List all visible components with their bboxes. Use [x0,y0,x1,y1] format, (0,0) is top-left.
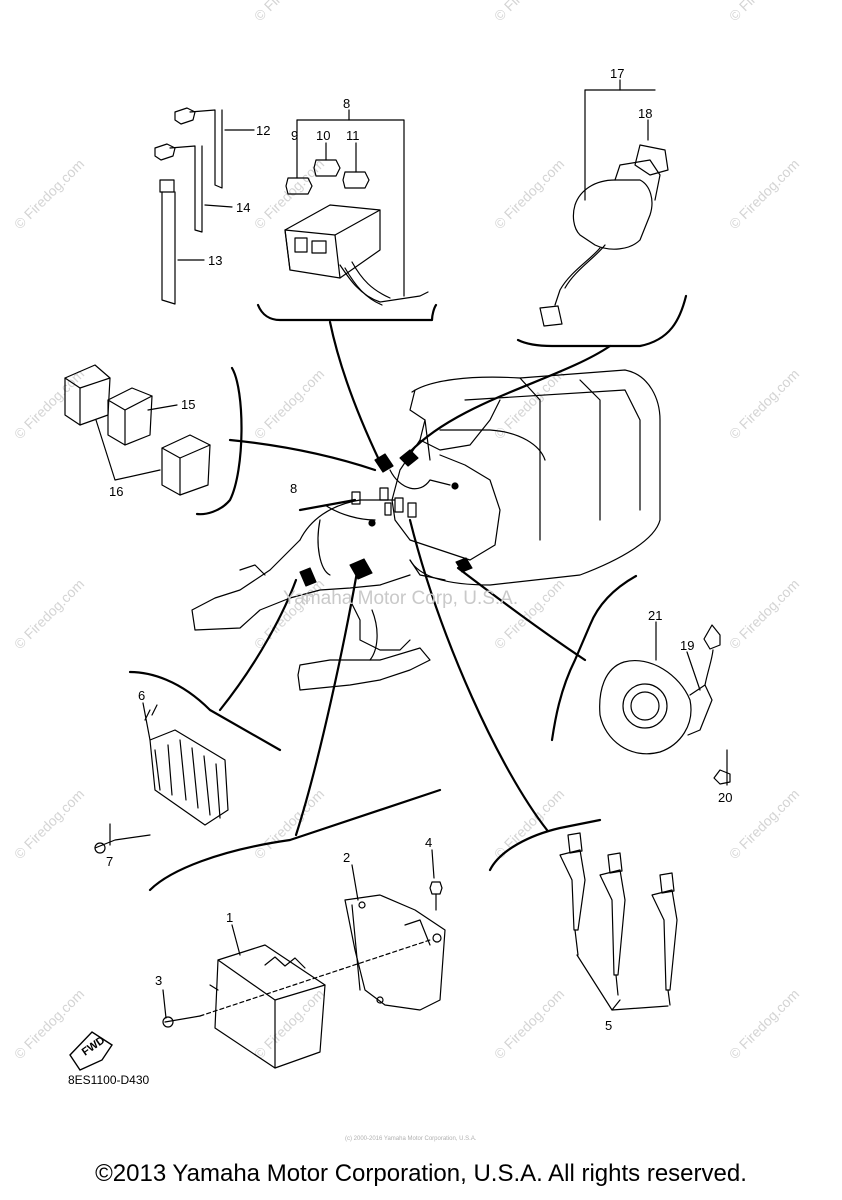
callout-labels: 1 2 3 4 5 6 7 8 8 9 10 11 12 13 14 15 16… [106,66,732,1033]
body-fuses [351,487,417,518]
cdi-unit-group [148,788,446,1069]
watermark: © Firedog.com [726,576,802,652]
watermark: © Firedog.com [11,156,87,232]
leader-lines [218,320,612,837]
watermark: © Firedog.com [251,366,327,442]
center-watermark: Yamaha Motor Corp, U.S.A. [283,588,518,609]
callout-3: 3 [155,973,162,988]
callout-8-body: 8 [290,481,297,496]
cable-ties-group [154,107,255,305]
pickup-coil-group [550,574,731,786]
callout-13: 13 [208,253,222,268]
callout-15: 15 [181,397,195,412]
callout-11: 11 [346,128,360,143]
callout-17: 17 [610,66,624,81]
callout-14: 14 [236,200,250,215]
watermark: © Firedog.com [491,986,567,1062]
plug-caps-group [488,818,678,1011]
watermark: © Firedog.com [11,576,87,652]
callout-19: 19 [680,638,694,653]
rectifier-group [94,670,282,854]
watermark: © Firedog.com [11,366,87,442]
tiny-footer: (c) 2000-2016 Yamaha Motor Corporation, … [345,1136,477,1142]
callout-6: 6 [138,688,145,703]
watermark: © Firedog.com [726,0,802,24]
callout-18: 18 [638,106,652,121]
callout-21: 21 [648,608,662,623]
callout-20: 20 [718,790,732,805]
watermark: © Firedog.com [251,786,327,862]
watermark-layer: © Firedog.com © Firedog.com © Firedog.co… [11,0,802,1062]
watermark: © Firedog.com [251,0,327,24]
callout-9: 9 [291,128,298,143]
callout-2: 2 [343,850,350,865]
callout-8-top: 8 [343,96,350,111]
watermark: © Firedog.com [491,156,567,232]
watermark: © Firedog.com [491,0,567,24]
body-connectors [299,449,473,587]
fwd-arrow: FWD [69,1031,113,1071]
watermark: © Firedog.com [726,986,802,1062]
main-switch-group [516,79,688,348]
copyright-notice: ©2013 Yamaha Motor Corporation, U.S.A. A… [95,1160,747,1187]
callout-1: 1 [226,910,233,925]
callout-7: 7 [106,854,113,869]
watermark: © Firedog.com [726,786,802,862]
callout-10: 10 [316,128,330,143]
watermark: © Firedog.com [726,366,802,442]
diagram-code: 8ES1100-D430 [68,1073,149,1087]
callout-16: 16 [109,484,123,499]
callout-4: 4 [425,835,432,850]
callout-12: 12 [256,123,270,138]
callout-5: 5 [605,1018,612,1033]
watermark: © Firedog.com [726,156,802,232]
watermark: © Firedog.com [11,786,87,862]
relays-group [64,364,243,516]
fuse-box-group [256,109,438,322]
watermark: © Firedog.com [491,786,567,862]
watermark: © Firedog.com [251,986,327,1062]
